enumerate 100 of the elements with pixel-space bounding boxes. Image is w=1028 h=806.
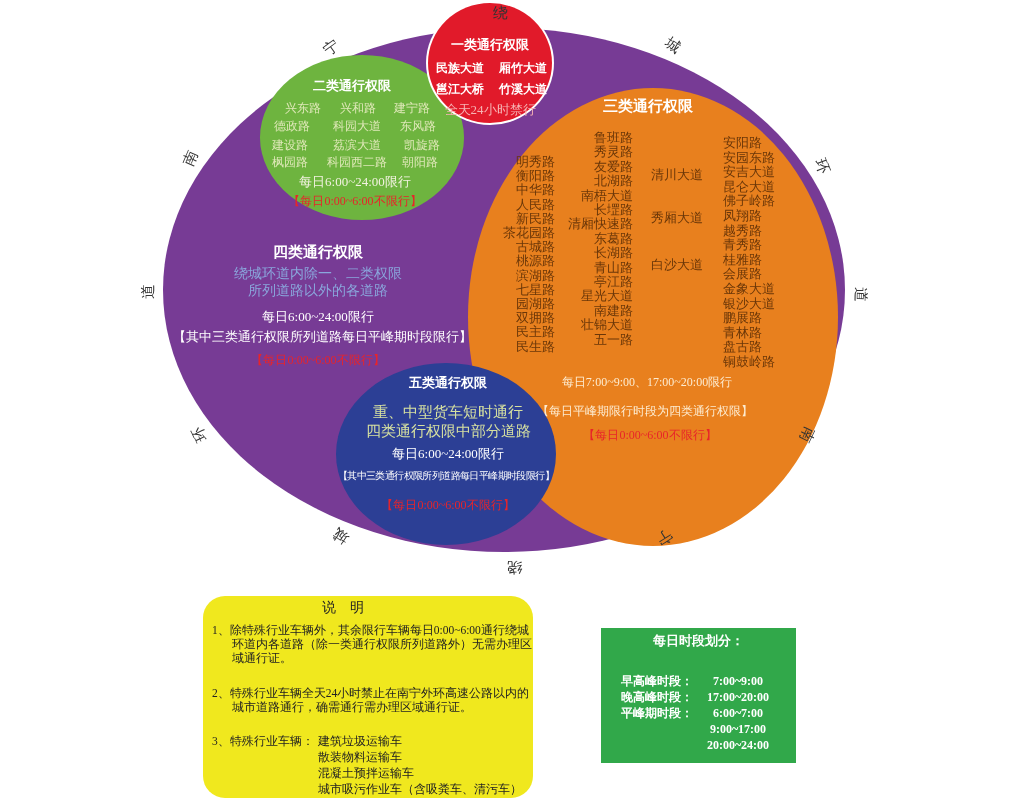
scope-note: 绕城环道内除一、二类权限所列道路以外的各道路 — [233, 266, 403, 300]
panel-heading: 每日时段划分： — [652, 633, 744, 649]
restriction-note: 每日6:00~24:00限行 — [262, 309, 374, 325]
road-name: 兴和路 — [340, 100, 376, 116]
exemption-note: 【每日0:00~6:00不限行】 — [288, 193, 422, 209]
road-name: 建宁路 — [394, 100, 430, 116]
restriction-note: 每日6:00~24:00限行 — [299, 174, 411, 190]
road-name: 青林路 — [723, 325, 762, 340]
note-item: 2、特殊行业车辆全天24小时禁止在南宁外环高速公路以内的城市道路通行，确需通行需办理区域通行证。 — [212, 687, 531, 715]
road-name: 昆仑大道 — [723, 179, 775, 194]
road-name: 清厢快速路 — [568, 216, 633, 232]
road-name: 新民路 — [516, 211, 555, 226]
ring-character: 城 — [330, 525, 352, 547]
road-name: 星光大道 — [581, 288, 633, 304]
exemption-note: 【每日0:00~6:00不限行】 — [251, 352, 385, 368]
ring-character: 道 — [852, 287, 868, 303]
road-name: 中华路 — [516, 182, 555, 198]
zone-title: 五类通行权限 — [409, 375, 487, 391]
exemption-note: 【每日0:00~6:00不限行】 — [583, 427, 717, 443]
road-name: 桃源路 — [516, 253, 555, 269]
road-name: 茶花园路 — [503, 225, 555, 241]
zone-title: 一类通行权限 — [451, 37, 529, 53]
road-name: 兴东路 — [285, 100, 321, 116]
exemption-note: 【每日0:00~6:00不限行】 — [381, 497, 515, 513]
road-name: 安园东路 — [723, 149, 775, 165]
road-name: 白沙大道 — [651, 257, 703, 273]
road-name: 佛子岭路 — [723, 193, 775, 209]
road-name: 衡阳路 — [516, 168, 555, 184]
ring-character: 环 — [812, 155, 832, 176]
zone-title: 四类通行权限 — [273, 243, 363, 261]
ring-character: 绕 — [507, 559, 523, 575]
road-name: 友爱路 — [594, 159, 633, 174]
road-name: 桂雅路 — [723, 252, 762, 267]
road-name: 科园西二路 — [327, 154, 387, 170]
road-name: 亭江路 — [594, 274, 633, 290]
ring-character: 绕 — [492, 5, 508, 21]
panel-heading: 说明 — [322, 599, 378, 617]
road-name: 东风路 — [400, 118, 436, 134]
period-name: 晚高峰时段： — [621, 689, 693, 705]
ring-character: 宁 — [653, 527, 675, 548]
ring-character: 南 — [797, 425, 818, 445]
scope-note: 四类通行权限中部分道路 — [365, 422, 531, 440]
restriction-note: 【其中三类通行权限所列道路每日平峰期时段限行】 — [172, 329, 472, 345]
scope-note: 重、中型货车短时通行 — [373, 403, 523, 421]
road-name: 古城路 — [516, 239, 555, 255]
period-name: 早高峰时段： — [621, 673, 693, 689]
road-name: 竹溪大道 — [499, 81, 547, 97]
road-name: 荔滨大道 — [333, 137, 381, 153]
road-name: 人民路 — [516, 196, 555, 212]
time-range: 7:00~9:00 — [712, 673, 764, 689]
road-name: 银沙大道 — [723, 295, 775, 311]
road-name: 凤翔路 — [723, 208, 762, 224]
zone-title: 二类通行权限 — [313, 78, 391, 94]
road-name: 安阳路 — [723, 135, 762, 151]
road-name: 秀厢大道 — [651, 210, 703, 226]
road-name: 铜鼓岭路 — [723, 354, 775, 370]
road-name: 南建路 — [594, 303, 633, 318]
road-name: 鲁班路 — [594, 130, 633, 146]
road-name: 青山路 — [594, 259, 633, 275]
road-name: 鹏展路 — [723, 310, 762, 326]
road-name: 枫园路 — [272, 154, 308, 170]
note-item: 城市吸污作业车（含吸粪车、清污车） — [318, 783, 522, 797]
time-panel — [601, 628, 796, 763]
time-range: 6:00~7:00 — [712, 705, 764, 721]
road-name: 民族大道 — [436, 60, 484, 76]
road-name: 北湖路 — [594, 173, 633, 189]
ring-character: 城 — [662, 35, 684, 57]
road-name: 长湖路 — [594, 245, 633, 261]
note-item: 3、特殊行业车辆： — [212, 735, 314, 749]
road-name: 凯旋路 — [404, 137, 440, 153]
note-item: 散装物料运输车 — [318, 751, 402, 765]
restriction-note: 每日7:00~9:00、17:00~20:00限行 — [561, 374, 733, 390]
road-name: 科园大道 — [333, 118, 381, 134]
ring-character: 宁 — [320, 37, 342, 59]
road-name: 盘古路 — [723, 339, 762, 355]
road-name: 民主路 — [516, 324, 555, 340]
restriction-note: 全天24小时禁行 — [444, 102, 536, 118]
road-name: 金象大道 — [723, 281, 775, 297]
road-name: 秀灵路 — [594, 144, 633, 160]
restriction-note: 每日6:00~24:00限行 — [392, 446, 504, 462]
note-item: 混凝土预拌运输车 — [318, 767, 414, 781]
road-name: 南梧大道 — [581, 187, 633, 203]
period-name: 平峰期时段： — [621, 705, 693, 721]
restriction-note: 【每日平峰期限行时段为四类通行权限】 — [537, 403, 753, 419]
road-name: 厢竹大道 — [499, 60, 547, 76]
ring-character: 环 — [189, 423, 210, 444]
road-name: 会展路 — [723, 266, 762, 282]
road-name: 青秀路 — [723, 237, 762, 253]
road-name: 园湖路 — [516, 296, 555, 312]
time-range: 17:00~20:00 — [706, 689, 770, 705]
ring-character: 南 — [181, 147, 202, 168]
time-range: 20:00~24:00 — [706, 737, 770, 753]
road-name: 清川大道 — [651, 167, 703, 183]
road-name: 东葛路 — [594, 231, 633, 246]
road-name: 德政路 — [274, 118, 310, 134]
road-name: 长堽路 — [594, 202, 633, 218]
road-name: 邕江大桥 — [436, 81, 484, 97]
notes-panel — [203, 596, 533, 798]
road-name: 五一路 — [594, 331, 633, 348]
road-name: 朝阳路 — [402, 154, 438, 170]
